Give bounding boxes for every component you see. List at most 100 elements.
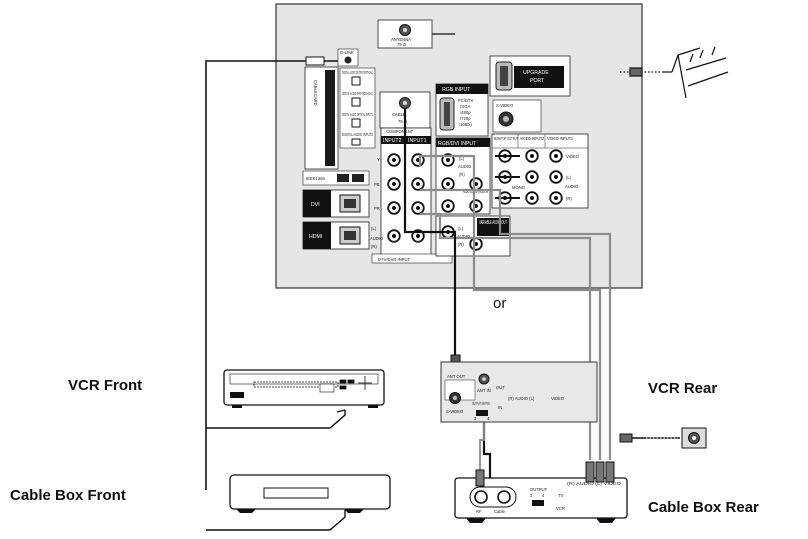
rca-jack-center	[416, 182, 420, 186]
rca-jack-center	[554, 196, 558, 200]
dtv-dvd-input-label: DTV/DVD INPUT	[378, 257, 411, 262]
av-inputs: MONITOR OUTPUT VIDEO INPUT2 VIDEO INPUT1…	[491, 133, 589, 209]
hdmi-label: HDMI	[309, 234, 322, 240]
rca-jack-center	[392, 182, 396, 186]
dvi-label: DVI	[311, 202, 320, 208]
vcr-front-device	[223, 369, 385, 408]
vcr-ant-in-label: ANT IN	[477, 388, 491, 393]
rca-jack-center	[446, 182, 450, 186]
cable-box-tv-label: TV	[558, 493, 564, 498]
digital-audio-section: DIGITAL AUDIO OUTPUT(OPTICAL) DIGITAL AU…	[339, 67, 376, 149]
antenna-ohm-label: 75 Ω	[397, 42, 406, 47]
rgb-dvi-input-label: RGB/DVI INPUT	[438, 141, 477, 147]
wall-outlet-icon	[619, 427, 707, 449]
vcr-s-video-label: S-VIDEO	[446, 409, 464, 414]
vcr-audio-label: (R) AUDIO (L)	[508, 396, 535, 401]
res-1080i-label: /1080i)	[459, 122, 472, 127]
rgb-audio-l-label: (L)	[459, 156, 465, 161]
rca-jack-center	[446, 204, 450, 208]
audio-center-mode-in-label: AUDIO CENTER MODE IN	[463, 189, 488, 194]
ir-branch-cable	[206, 510, 346, 531]
s-video-input: S-VIDEO	[492, 99, 542, 133]
rgb-input-label: RGB INPUT	[442, 87, 471, 93]
vcr-front-label: VCR Front	[68, 377, 142, 394]
rgb-audio-r-label: (R)	[459, 172, 465, 177]
av-audio-label: AUDIO	[565, 184, 579, 189]
hdmi-input: HDMI	[302, 221, 370, 250]
mono-label: MONO	[512, 185, 526, 190]
y-label: Y	[377, 157, 380, 162]
rca-jack-center	[530, 154, 534, 158]
var-audio-r-label: (R)	[458, 242, 464, 247]
vcr-output-switch-label: OUTPUT SWITCH	[472, 401, 490, 406]
cable-ohm-label: 75 Ω	[398, 119, 407, 124]
cable-box-front-label: Cable Box Front	[10, 487, 126, 504]
av-audio-r-label: (R)	[566, 196, 572, 201]
cable-box-av-label: (R) AUDIO (L) VIDEO	[567, 481, 622, 486]
rca-jack-center	[446, 158, 450, 162]
antenna-label: ANTENNA	[391, 37, 411, 42]
av-video-label: VIDEO	[566, 154, 580, 159]
cable-box-rf-label: RF	[476, 509, 482, 514]
component-cable-1	[418, 154, 602, 460]
dtv-audio-l-label: (L)	[371, 226, 377, 231]
variable-audio-out-label: VARIABLE AUDIO OUT	[479, 220, 507, 226]
input2-label: INPUT2	[383, 138, 402, 144]
cable-box-front-device	[229, 474, 391, 513]
vcr-ch3-label: 3	[474, 416, 477, 421]
or-label: or	[493, 295, 506, 312]
vcr-ch4-label: 4	[487, 416, 490, 421]
rca-jack-center	[416, 206, 420, 210]
cable-box-output-label: OUTPUT	[530, 487, 548, 492]
digital-audio-2-label: DIGITAL AUDIO INPUT(COAXIAL)	[342, 91, 373, 96]
video-input1-label: VIDEO INPUT1	[547, 136, 574, 141]
rca-jack-center	[416, 234, 420, 238]
var-audio-label: AUDIO	[457, 234, 471, 239]
digital-audio-1-label: DIGITAL AUDIO OUTPUT(OPTICAL)	[342, 70, 373, 75]
s-video-label: S-VIDEO	[496, 103, 514, 108]
component-cable-2	[420, 188, 612, 460]
upgrade-label: UPGRADE	[523, 70, 549, 76]
vcr-dpad	[339, 376, 372, 390]
upgrade-port: UPGRADE PORT	[489, 55, 571, 97]
rca-jack-center	[530, 196, 534, 200]
ieee1394-label: IEEE1394	[306, 176, 326, 181]
cablecard-label: CABLECARD	[313, 80, 318, 106]
cable-box-rear-panel: RF Cable OUTPUT 3 4 (R) AUDIO (L) VIDEO …	[454, 477, 628, 523]
rca-jack-center	[392, 206, 396, 210]
vcr-out-branch	[479, 412, 485, 486]
cable-box-ch4-label: 4	[542, 493, 545, 498]
rca-jack-center	[392, 158, 396, 162]
vcr-rear-label: VCR Rear	[648, 380, 717, 397]
cable-box-vcr-label: VCR	[556, 506, 565, 511]
digital-audio-3-label: DIGITAL AUDIO OPTICAL INPUT1	[342, 112, 373, 117]
ir-branch-vcr	[206, 410, 346, 429]
vcr-in-label: IN	[498, 405, 502, 410]
input1-label: INPUT1	[408, 138, 427, 144]
antenna-input: ANTENNA 75 Ω	[377, 19, 433, 49]
rgb-audio-label: AUDIO	[458, 164, 472, 169]
rca-jack-center	[554, 154, 558, 158]
cable-label: CABLE	[392, 112, 406, 117]
component-cable-3	[420, 212, 592, 460]
g-link-label: G-LINK	[340, 50, 354, 55]
g-link-jack: G-LINK	[337, 48, 359, 67]
pb-label: PB	[374, 182, 380, 187]
rca-jack-center	[392, 234, 396, 238]
vcr-out-label: OUT	[496, 385, 505, 390]
g-link-cable	[205, 60, 338, 490]
cablecard-slot: CABLECARD	[304, 66, 339, 170]
pr-label: PR	[374, 206, 380, 211]
cable-box-plugs	[475, 461, 615, 487]
cable-box-ch3-label: 3	[530, 493, 533, 498]
rgb-input: RGB INPUT PC/DTV (XGA /480p /720p /1080i…	[435, 83, 489, 137]
g-link-plug	[305, 56, 325, 66]
vcr-video-label: VIDEO	[551, 396, 565, 401]
dtv-audio-r-label: (R)	[371, 244, 377, 249]
video-input2-label: VIDEO INPUT2	[520, 136, 545, 141]
vcr-rear-panel: ANT OUT ANT IN S-VIDEO OUT IN (R) AUDIO …	[440, 361, 598, 423]
dvi-input: DVI	[302, 189, 370, 218]
digital-audio-4-label: DIGITAL AUDIO INPUT2	[342, 132, 373, 137]
cable-input-to-vcr	[403, 108, 457, 363]
